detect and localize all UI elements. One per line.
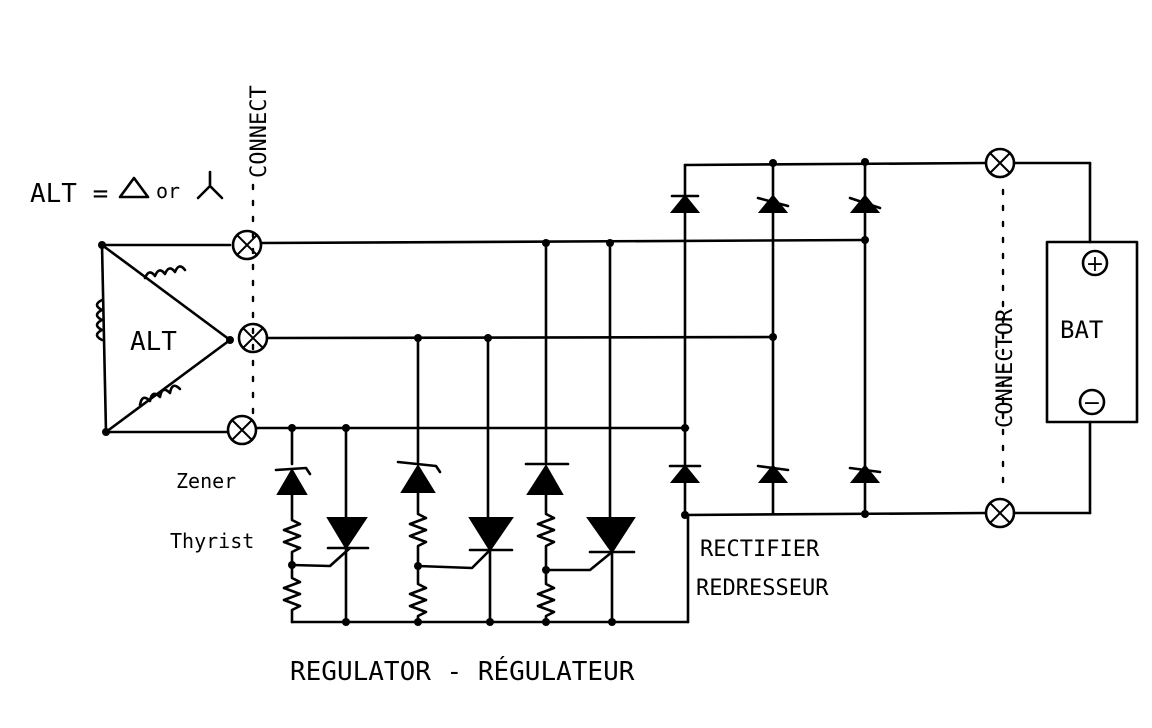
connector-terminal-minus: [984, 497, 1016, 529]
connect-label: CONNECT: [247, 85, 272, 178]
svg-text:−: −: [1083, 391, 1101, 416]
svg-text:+: +: [1086, 252, 1104, 277]
connector-terminal-plus: [984, 147, 1016, 179]
alt-label: ALT: [130, 327, 177, 357]
regulator-label: REGULATOR - RÉGULATEUR: [290, 655, 635, 687]
connector-terminal-3: [226, 414, 258, 446]
regulator-circuit: [274, 239, 690, 626]
alt-formula-or: or: [156, 179, 180, 203]
phase-line-a: [259, 238, 867, 245]
thyristor-label: Thyrist: [170, 529, 254, 553]
rectifier-label-fr: REDRESSEUR: [696, 576, 829, 601]
battery-plus-icon: +: [1081, 249, 1109, 277]
phase-line-b: [265, 335, 777, 340]
alternator-delta: [95, 241, 234, 436]
rectifier-bridge: [668, 158, 987, 519]
battery-minus-icon: −: [1078, 388, 1106, 416]
connector-terminal-1: [231, 229, 263, 261]
alt-formula-prefix: ALT =: [30, 179, 108, 209]
zener-label: Zener: [176, 469, 236, 493]
battery: [1045, 240, 1139, 424]
battery-label: BAT: [1060, 316, 1103, 344]
rectifier-label-en: RECTIFIER: [700, 537, 820, 562]
star-icon: [196, 170, 224, 200]
connector-label: CONNECTOR: [993, 308, 1018, 428]
delta-icon: [118, 176, 150, 199]
